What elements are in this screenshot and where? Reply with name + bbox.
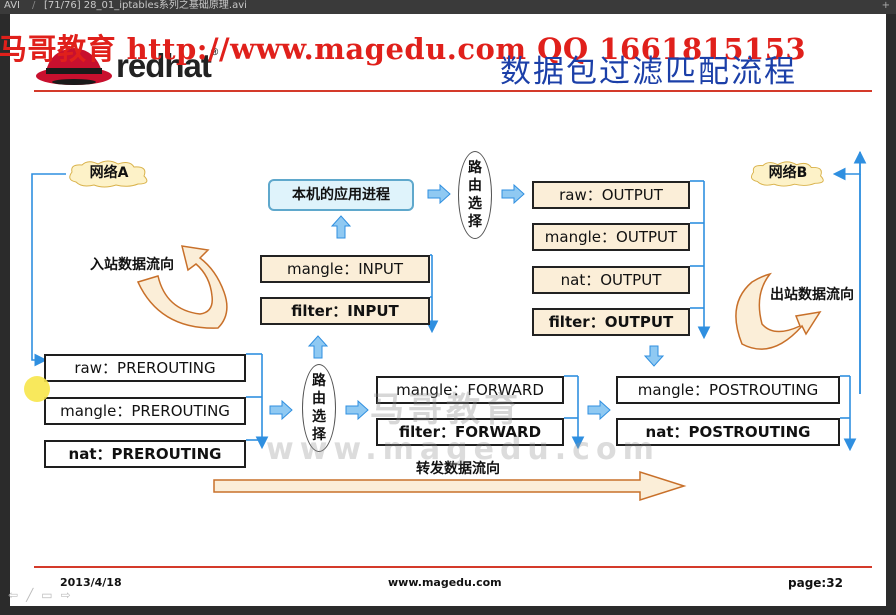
overlay-watermark-cn: 马哥教育 (370, 390, 522, 430)
chain-box-filter-forward: filter：FORWARD (376, 418, 564, 446)
menu-icon[interactable]: ▭ (41, 588, 61, 602)
separator-icon: / (32, 0, 36, 11)
cloud-icon (69, 160, 148, 188)
chain-box-mangle-prerouting: mangle：PREROUTING (44, 397, 246, 425)
routing-decision-label: 路由选择 (312, 373, 326, 443)
inbound-flow-label: 入站数据流向 (90, 257, 174, 273)
presentation-slide: redhat® 马哥教育 http://www.magedu.com QQ 16… (0, 14, 886, 606)
forward-flow-label: 转发数据流向 (416, 461, 500, 477)
slide-title: 数据包过滤匹配流程 (500, 54, 797, 90)
chain-box-mangle-input: mangle：INPUT (260, 255, 430, 283)
slide-nav-controls[interactable]: ⇦╱▭⇨ (8, 588, 79, 602)
footer-page-number: page:32 (788, 576, 843, 590)
routing-decision-label: 路由选择 (468, 160, 482, 230)
chain-box-filter-input: filter：INPUT (260, 297, 430, 325)
redhat-shadowman-logo (36, 48, 112, 85)
chain-box-nat-output: nat：OUTPUT (532, 266, 690, 294)
chain-box-mangle-postrouting: mangle：POSTROUTING (616, 376, 840, 404)
outbound-flow-label: 出站数据流向 (770, 287, 854, 303)
mouse-highlight-cursor (24, 376, 50, 402)
video-title-bar: AVI / [71/76] 28_01_iptables系列之基础原理.avi … (0, 0, 896, 14)
chain-box-raw-output: raw：OUTPUT (532, 181, 690, 209)
chain-box-raw-prerouting: raw：PREROUTING (44, 354, 246, 382)
footer-rule (34, 566, 872, 568)
overlay-watermark-url: www.magedu.com (266, 432, 660, 467)
next-slide-icon[interactable]: ⇨ (60, 588, 79, 602)
top-watermark: 马哥教育 http://www.magedu.com QQ 1661815153 (0, 32, 807, 66)
network-b-cloud: 网络B (748, 160, 828, 188)
prev-slide-icon[interactable]: ⇦ (8, 588, 27, 602)
header-rule (34, 90, 872, 92)
chain-box-nat-prerouting: nat：PREROUTING (44, 440, 246, 468)
chain-box-nat-postrouting: nat：POSTROUTING (616, 418, 840, 446)
footer-date: 2013/4/18 (60, 576, 122, 589)
app-label: AVI (4, 0, 20, 11)
footer-site: www.magedu.com (388, 576, 502, 589)
video-file-title: [71/76] 28_01_iptables系列之基础原理.avi (44, 0, 247, 11)
chain-box-mangle-output: mangle：OUTPUT (532, 223, 690, 251)
expand-control[interactable]: + (881, 0, 890, 11)
local-application-process: 本机的应用进程 (268, 179, 414, 211)
redhat-wordmark: redhat® (116, 47, 218, 84)
chain-box-mangle-forward: mangle：FORWARD (376, 376, 564, 404)
chain-box-filter-output: filter：OUTPUT (532, 308, 690, 336)
routing-decision-bottom: 路由选择 (302, 364, 336, 452)
cloud-icon (751, 161, 824, 187)
routing-decision-top: 路由选择 (458, 151, 492, 239)
flow-lines (31, 150, 867, 502)
pen-icon[interactable]: ╱ (26, 588, 42, 602)
network-a-cloud: 网络A (66, 160, 152, 188)
